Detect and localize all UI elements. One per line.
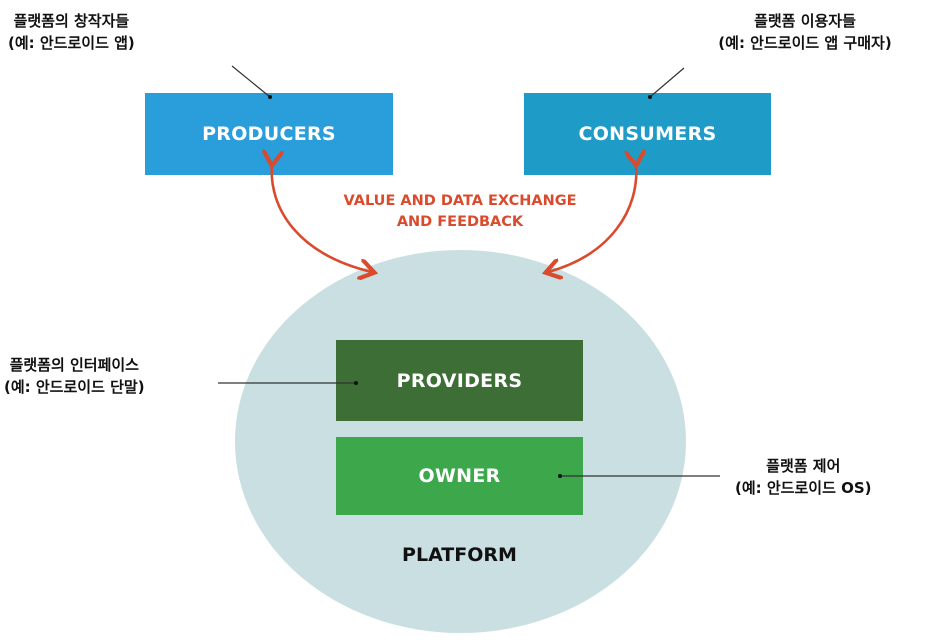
providers-annotation-line1: 플랫폼의 인터페이스	[9, 356, 139, 374]
providers-label: PROVIDERS	[396, 369, 523, 392]
providers-annotation-line2: (예: 안드로이드 단말)	[4, 378, 145, 396]
owner-annotation-line1: 플랫폼 제어	[766, 457, 841, 475]
providers-annotation: 플랫폼의 인터페이스 (예: 안드로이드 단말)	[4, 354, 145, 398]
consumers-annotation: 플랫폼 이용자들 (예: 안드로이드 앱 구매자)	[690, 10, 920, 54]
producers-annotation: 플랫폼의 창작자들 (예: 안드로이드 앱)	[8, 10, 135, 54]
platform-label: PLATFORM	[402, 544, 517, 566]
producers-leader-line	[231, 65, 271, 98]
consumers-annotation-line1: 플랫폼 이용자들	[754, 12, 856, 30]
exchange-label-line2: AND FEEDBACK	[396, 214, 524, 230]
producers-label: PRODUCERS	[202, 123, 336, 145]
consumers-annotation-line2: (예: 안드로이드 앱 구매자)	[718, 34, 892, 52]
providers-box: PROVIDERS	[336, 340, 583, 421]
owner-annotation-line2: (예: 안드로이드 OS)	[735, 479, 872, 497]
owner-leader-dot	[558, 474, 562, 478]
producers-annotation-line1: 플랫폼의 창작자들	[13, 12, 130, 30]
providers-leader-dot	[354, 381, 358, 385]
exchange-label-line1: VALUE AND DATA EXCHANGE	[343, 193, 577, 209]
consumers-exchange-arrow	[548, 163, 636, 272]
consumers-leader-dot	[648, 95, 652, 99]
consumers-leader-line	[649, 67, 685, 98]
consumers-label: CONSUMERS	[578, 123, 717, 145]
owner-box: OWNER	[336, 437, 583, 515]
owner-annotation: 플랫폼 제어 (예: 안드로이드 OS)	[735, 455, 872, 499]
producers-annotation-line2: (예: 안드로이드 앱)	[8, 34, 135, 52]
exchange-label: VALUE AND DATA EXCHANGE AND FEEDBACK	[300, 191, 620, 233]
producers-leader-dot	[268, 95, 272, 99]
owner-label: OWNER	[418, 465, 501, 487]
producers-exchange-arrow	[272, 163, 372, 272]
